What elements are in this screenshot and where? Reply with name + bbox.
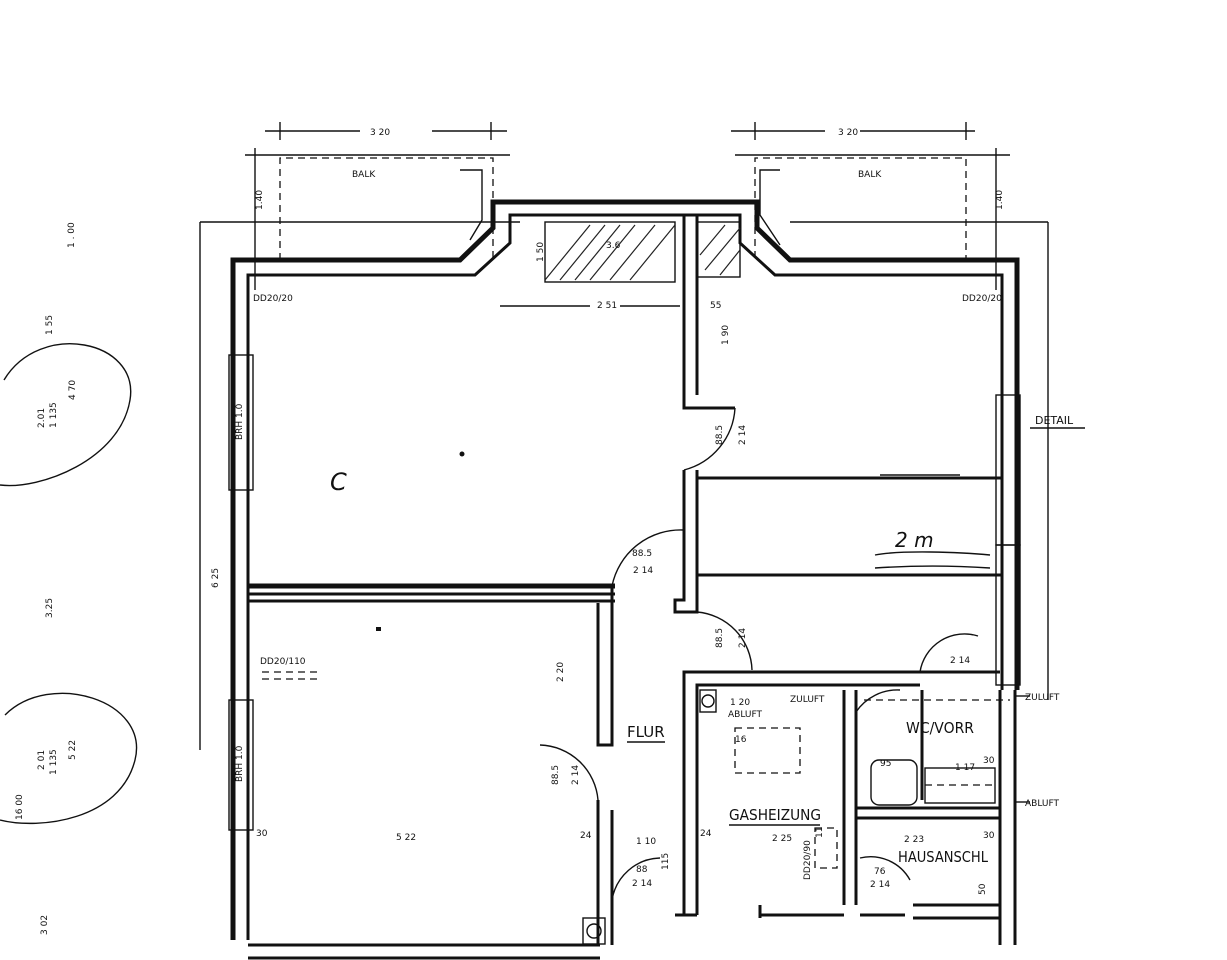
right-wall-window [995, 394, 1021, 686]
dim-30-b: 30 [983, 756, 995, 766]
svg-text:1 55: 1 55 [45, 315, 55, 335]
dim-1-17: 1 17 [955, 763, 975, 773]
balcony-left [279, 157, 494, 260]
dim-11: 11 [815, 827, 825, 838]
balcony-depth-left: 1.40 [255, 190, 265, 210]
svg-text:3 02: 3 02 [40, 915, 50, 935]
zuluft-label-1: ZULUFT [790, 695, 825, 705]
balcony-label-left: BALK [352, 170, 376, 180]
hand-2m-label: 2 m [895, 528, 934, 552]
duct-bath-label: DD20/110 [260, 657, 306, 667]
dim-2-51: 2 51 [597, 301, 617, 311]
svg-text:3.25: 3.25 [45, 598, 55, 618]
hausanschl-label: HAUSANSCHL [898, 848, 989, 866]
svg-text:BRH 1.0: BRH 1.0 [235, 403, 245, 440]
dim-88-5-top: 88.5 [715, 425, 725, 445]
abluft-label-2: ABLUFT [1025, 799, 1060, 809]
dim-30-a: 30 [256, 829, 268, 839]
bathroom-fixtures [262, 671, 1010, 945]
left-wall-windows: BRH 1.0 BRH 1.0 [228, 354, 254, 831]
svg-text:2 01: 2 01 [37, 750, 47, 770]
dim-76: 76 [874, 867, 886, 877]
svg-text:2.01: 2.01 [37, 408, 47, 428]
dim-115: 115 [661, 853, 671, 870]
dim-2-20: 2 20 [556, 662, 566, 682]
interior-walls [248, 215, 1017, 945]
dim-88: 88 [636, 865, 648, 875]
labels: 3 20 3 20 BALK BALK 1.40 1.40 DD20/20 DD… [211, 128, 1085, 895]
duct-left-label: DD20/20 [253, 294, 293, 304]
dim-6-25: 6 25 [211, 568, 221, 588]
dim-16: 16 [735, 735, 747, 745]
svg-text:16 00: 16 00 [15, 794, 25, 820]
gasheizung-label: GASHEIZUNG [729, 806, 821, 824]
dim-5-22: 5 22 [396, 833, 416, 843]
balcony-width-left: 3 20 [370, 128, 390, 138]
dim-2-14-ha: 2 14 [870, 880, 890, 890]
dim-88-5-mid: 88.5 [632, 549, 652, 559]
dim-24-b: 24 [700, 829, 712, 839]
svg-text:1 135: 1 135 [49, 402, 59, 428]
abluft-label-1: ABLUFT [728, 710, 763, 720]
hand-sketches [0, 343, 991, 825]
dim-95: 95 [880, 759, 891, 769]
svg-text:5 22: 5 22 [68, 740, 78, 760]
dim-1-50: 1 50 [536, 242, 546, 262]
balcony-width-right: 3 20 [838, 128, 858, 138]
duct-right-label: DD20/20 [962, 294, 1002, 304]
flur-label: FLUR [627, 723, 665, 741]
svg-text:BRH 1.0: BRH 1.0 [235, 745, 245, 782]
balcony-dimension-lines [245, 122, 1010, 290]
dim-2-14-wc: 2 14 [950, 656, 970, 666]
dim-50: 50 [978, 883, 988, 895]
dim-1-90: 1 90 [721, 325, 731, 345]
svg-text:1 . 00: 1 . 00 [67, 222, 77, 248]
duct-heating-label: DD20/90 [803, 840, 813, 880]
shaft-hatched [544, 221, 741, 283]
dim-30-c: 30 [983, 831, 995, 841]
svg-text:4 70: 4 70 [68, 380, 78, 400]
dim-3-6: 3.6 [606, 241, 621, 251]
dim-2-14-mid: 2 14 [633, 566, 653, 576]
margin-dimensions: 1 . 00 1 55 4 70 2.01 1 135 3.25 2 01 1 … [15, 222, 78, 935]
wc-vorr-label: WC/VORR [906, 719, 974, 737]
dim-55: 55 [710, 301, 721, 311]
dim-2-23: 2 23 [904, 835, 924, 845]
detail-label: DETAIL [1035, 414, 1074, 427]
dim-2-14-flur: 2 14 [571, 765, 581, 785]
dim-2-14-low: 2 14 [738, 628, 748, 648]
dim-2-25: 2 25 [772, 834, 792, 844]
svg-text:1 135: 1 135 [49, 749, 59, 775]
dim-88-5-low: 88.5 [715, 628, 725, 648]
dim-2-14-hall: 2 14 [632, 879, 652, 889]
balcony-label-right: BALK [858, 170, 882, 180]
room-c-label: C [330, 468, 347, 496]
balcony-depth-right: 1.40 [995, 190, 1005, 210]
dim-2-14-top: 2 14 [738, 425, 748, 445]
dim-1-10: 1 10 [636, 837, 656, 847]
dim-24-a: 24 [580, 831, 592, 841]
door-swings [539, 407, 979, 901]
outer-walls [199, 199, 1049, 960]
dim-1-20: 1 20 [730, 698, 750, 708]
zuluft-label-2: ZULUFT [1025, 693, 1060, 703]
dim-88-5-flur: 88.5 [551, 765, 561, 785]
